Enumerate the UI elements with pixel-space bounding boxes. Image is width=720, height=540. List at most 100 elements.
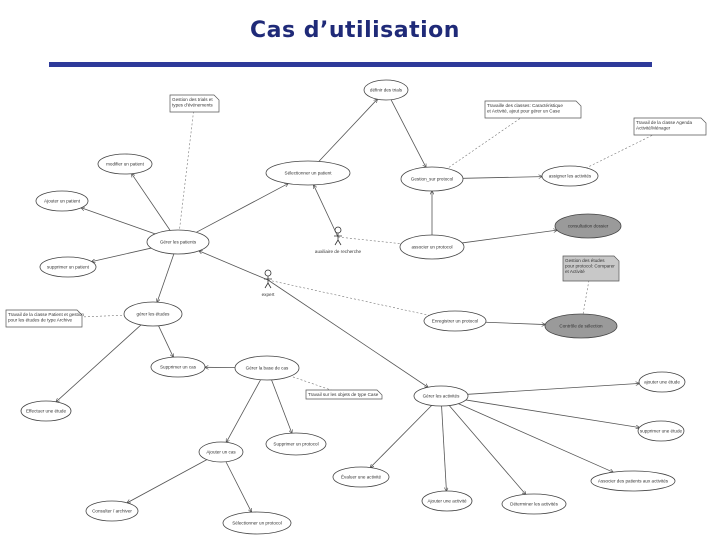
note-link-line <box>267 279 430 316</box>
association-line <box>157 253 175 302</box>
use-case-ellipse <box>421 490 473 512</box>
association-line <box>127 459 208 503</box>
use-case-ellipse <box>363 79 409 101</box>
use-case-ellipse <box>265 160 351 186</box>
slide-title: Cas d’utilisation <box>250 18 460 43</box>
actor-body-icon <box>264 276 272 289</box>
association-line <box>465 399 640 428</box>
use-case-ellipse <box>198 441 244 463</box>
use-case-label: Ajouter un patient <box>44 199 81 204</box>
note-box <box>305 389 383 400</box>
use-case-ellipse <box>146 229 210 255</box>
use-case-label: Effectuer une étude <box>26 409 66 414</box>
use-case-label: consultation dossier <box>568 224 609 229</box>
note-text: et Activité <box>565 269 585 274</box>
note-link-line <box>179 103 195 231</box>
use-case: Gérer les patients <box>146 229 210 255</box>
use-case-ellipse <box>97 153 153 175</box>
use-case: Ajouter une activité <box>421 490 473 512</box>
use-case: supprimer un patient <box>39 256 97 278</box>
association-line <box>158 325 174 357</box>
note-box <box>633 117 707 136</box>
note-box <box>169 94 220 113</box>
use-case-label: Sélectionner un protocol <box>232 521 282 526</box>
note-text: Activité/Ménager <box>636 126 671 131</box>
use-case-label: Gérer la base de cas <box>246 366 289 371</box>
note-link-line <box>586 126 671 169</box>
use-case-ellipse <box>637 420 685 442</box>
actor-head-icon <box>334 226 342 234</box>
association-line <box>56 324 142 402</box>
title-underline <box>49 62 652 67</box>
actor: auxiliaire de recherche <box>315 226 362 254</box>
use-case: Associer des patients aux activités <box>590 470 676 492</box>
use-case-ellipse <box>544 313 618 339</box>
association-line <box>81 208 156 235</box>
use-case-label: Ajouter un cas <box>206 450 236 455</box>
note-text: pour les études de type Archive <box>8 318 73 323</box>
use-case: Effectuer une étude <box>20 400 72 422</box>
note: Travail de la classe AgendaActivité/Ména… <box>633 117 707 136</box>
association-line <box>92 247 152 262</box>
actor-label: expert <box>262 292 275 297</box>
use-case-label: Contrôle de sélection <box>559 324 603 329</box>
use-case-ellipse <box>423 310 487 332</box>
use-case-label: modifier un patient <box>106 162 145 167</box>
association-line <box>390 99 426 167</box>
use-case-label: Enregistrer un protocol <box>432 319 478 324</box>
use-case: ajouter une étude <box>638 371 686 393</box>
note-box <box>562 255 620 282</box>
use-case: gérer les études <box>123 301 183 327</box>
actor-body-icon <box>334 233 342 246</box>
note-box <box>484 100 582 119</box>
use-case: Sélectionner un protocol <box>222 511 292 535</box>
use-case: Déterminer les activités <box>501 493 567 515</box>
use-case-ellipse <box>222 511 292 535</box>
use-case-label: Gérer les activités <box>423 394 460 399</box>
use-case-ellipse <box>399 234 465 260</box>
use-case-label: Évaluer une activité <box>341 474 382 480</box>
association-line <box>462 177 542 179</box>
use-case-ellipse <box>554 213 622 239</box>
association-line <box>370 405 433 467</box>
use-case-label: associer un protocol <box>411 245 452 250</box>
use-case: Enregistrer un protocol <box>423 310 487 332</box>
note-text: Travail sur les objets de type Case <box>308 392 379 397</box>
use-case: définir des trials <box>363 79 409 101</box>
use-case-ellipse <box>35 190 89 212</box>
use-case-ellipse <box>332 466 390 488</box>
use-case-ellipse <box>590 470 676 492</box>
use-case-label: Déterminer les activités <box>510 502 558 507</box>
use-case-label: définir des trials <box>370 88 403 93</box>
association-line <box>467 383 640 395</box>
use-case-ellipse <box>123 301 183 327</box>
use-case-label: Gérer les patients <box>160 240 197 245</box>
note-text: pour protocol: Comparer <box>565 264 615 269</box>
use-case-ellipse <box>541 165 599 187</box>
use-case-ellipse <box>150 356 206 378</box>
use-case: Gérer la base de cas <box>234 355 300 381</box>
association-line <box>462 230 557 244</box>
association-line <box>225 461 252 512</box>
actor-label: auxiliaire de recherche <box>315 249 362 254</box>
actor-head-icon <box>264 269 272 277</box>
association-line <box>441 405 447 491</box>
actor: expert <box>262 269 275 297</box>
note-text: Gestion des trials et <box>172 97 213 102</box>
use-case: associer un protocol <box>399 234 465 260</box>
association-line <box>458 403 613 473</box>
use-case: Supprimer un cas <box>150 356 206 378</box>
association-line <box>448 405 525 495</box>
use-case: Gérer les activités <box>413 385 469 407</box>
association-line <box>318 99 377 162</box>
association-line <box>132 174 171 231</box>
use-case-ellipse <box>20 400 72 422</box>
use-case: Contrôle de sélection <box>544 313 618 339</box>
use-case: Ajouter un patient <box>35 190 89 212</box>
use-case-ellipse <box>501 493 567 515</box>
use-case-label: Consulter / archiver <box>92 509 132 514</box>
note-text: et Activité, ajout pour gérer un Case <box>487 109 560 114</box>
use-case: modifier un patient <box>97 153 153 175</box>
